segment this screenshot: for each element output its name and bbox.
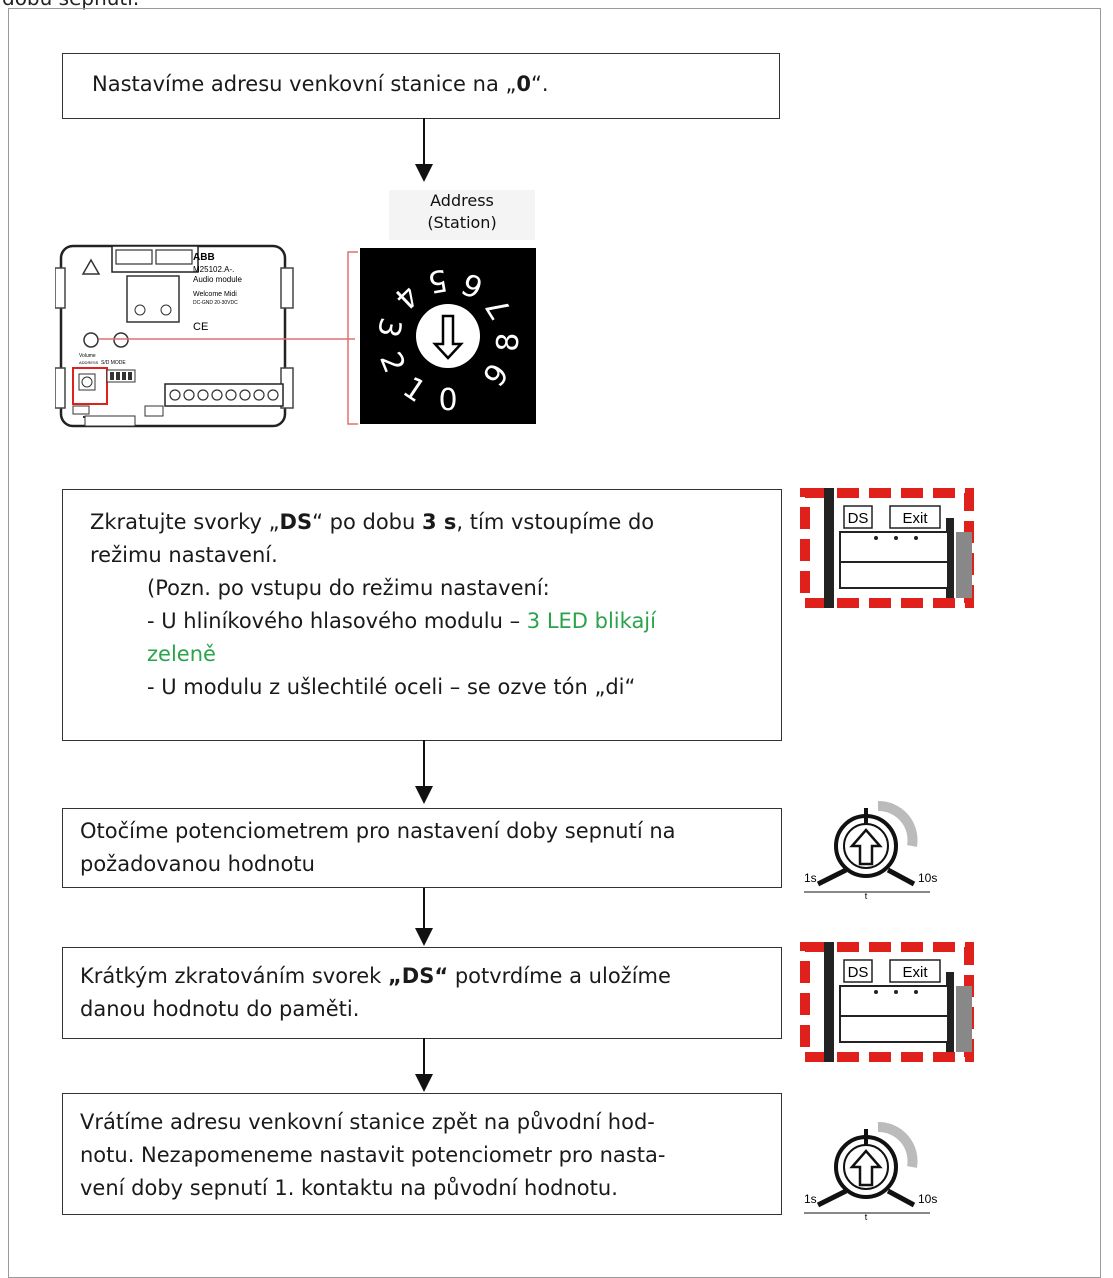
pot-arrow-icon-2	[849, 1149, 883, 1187]
pot-min-label-2: 1s	[804, 1192, 817, 1206]
ds-label-2: DS	[848, 964, 869, 981]
step4-ds-label: „DS“	[387, 964, 449, 988]
step4-line2: danou hodnotu do paměti.	[80, 997, 360, 1021]
mode-label: S/D MODE	[101, 360, 126, 366]
module-brand: ABB	[193, 252, 215, 263]
volume-label: Volume	[79, 353, 96, 359]
step2-text-b: “ po dobu	[312, 510, 422, 534]
pot-t-label-2: t	[865, 1212, 868, 1221]
step2-text-c: , tím vstoupíme do	[456, 510, 655, 534]
potentiometer-image-1: 1s 10s t	[804, 800, 937, 900]
step2-led-green: 3 LED blikají	[526, 609, 656, 633]
step2-box: Zkratujte svorky „DS“ po dobu 3 s, tím v…	[62, 489, 782, 741]
step5-box: Vrátíme adresu venkovní stanice zpět na …	[62, 1093, 782, 1215]
page-snippet-text: dobu sepnutí.	[2, 0, 139, 10]
pot-t-label-1: t	[865, 891, 868, 900]
pot-max-label-1: 10s	[918, 871, 937, 885]
step3-box: Otočíme potenciometrem pro nastavení dob…	[62, 808, 782, 888]
module-name: Audio module	[193, 275, 242, 284]
exit-label-1: Exit	[902, 510, 928, 527]
step1-text-prefix: Nastavíme adresu venkovní stanice na „	[92, 72, 517, 96]
step2-led-green-2: zeleně	[147, 642, 216, 666]
dial-digit-0: 0	[438, 383, 457, 418]
callout-bracket	[347, 251, 358, 425]
dial-arrow-icon	[432, 314, 464, 360]
step2-text-a: Zkratujte svorky „	[90, 510, 280, 534]
step2-steel-note: - U modulu z ušlechtilé oceli – se ozve …	[147, 675, 636, 699]
step2-line2: režimu nastavení.	[90, 543, 278, 567]
dial-digit-8: 8	[491, 332, 527, 352]
ds-label-1: DS	[848, 510, 869, 527]
step1-address-value: 0	[516, 72, 532, 96]
arrow-1	[415, 118, 433, 182]
ds-terminal-image-2: DS Exit	[800, 942, 974, 1062]
step1-box: Nastavíme adresu venkovní stanice na „0“…	[62, 53, 780, 119]
step4-text-a: Krátkým zkratováním svorek	[80, 964, 388, 988]
exit-label-2: Exit	[902, 964, 928, 981]
pot-min-label-1: 1s	[804, 871, 817, 885]
arrow-3	[415, 888, 433, 946]
step2-note: (Pozn. po vstupu do režimu nastavení:	[147, 576, 550, 600]
step5-line1: Vrátíme adresu venkovní stanice zpět na …	[80, 1110, 655, 1134]
step2-time-value: 3 s	[421, 510, 457, 534]
ce-mark: CE	[193, 321, 208, 333]
module-model: M25102.A-.	[193, 265, 234, 274]
module-power: DC-GND 20-30VDC	[193, 300, 238, 306]
step1-text-suffix: “.	[531, 72, 549, 96]
step4-box: Krátkým zkratováním svorek „DS“ potvrdím…	[62, 947, 782, 1039]
ds-terminal-image-1: DS Exit	[800, 488, 974, 608]
audio-module-illustration: ABB M25102.A-. Audio module Welcome Midi…	[55, 244, 355, 428]
step5-line3: vení doby sepnutí 1. kontaktu na původní…	[80, 1176, 618, 1200]
step3-line1: Otočíme potenciometrem pro nastavení dob…	[80, 819, 676, 843]
arrow-2	[415, 740, 433, 804]
potentiometer-image-2: 1s 10s t	[804, 1121, 937, 1221]
pot-arrow-icon-1	[849, 828, 883, 866]
arrow-4	[415, 1038, 433, 1092]
address-station-label: Address (Station)	[389, 190, 535, 240]
step2-ds-label: DS	[279, 510, 313, 534]
address-small-label: ADDRESS	[79, 360, 99, 365]
step5-line2: notu. Nezapomeneme nastavit potenciometr…	[80, 1143, 666, 1167]
step2-led-prefix: - U hliníkového hlasového modulu –	[147, 609, 527, 633]
step4-text-b: potvrdíme a uložíme	[448, 964, 671, 988]
pot-max-label-2: 10s	[918, 1192, 937, 1206]
module-series: Welcome Midi	[193, 291, 237, 298]
step3-line2: požadovanou hodnotu	[80, 852, 315, 876]
address-highlight-box	[72, 367, 108, 405]
